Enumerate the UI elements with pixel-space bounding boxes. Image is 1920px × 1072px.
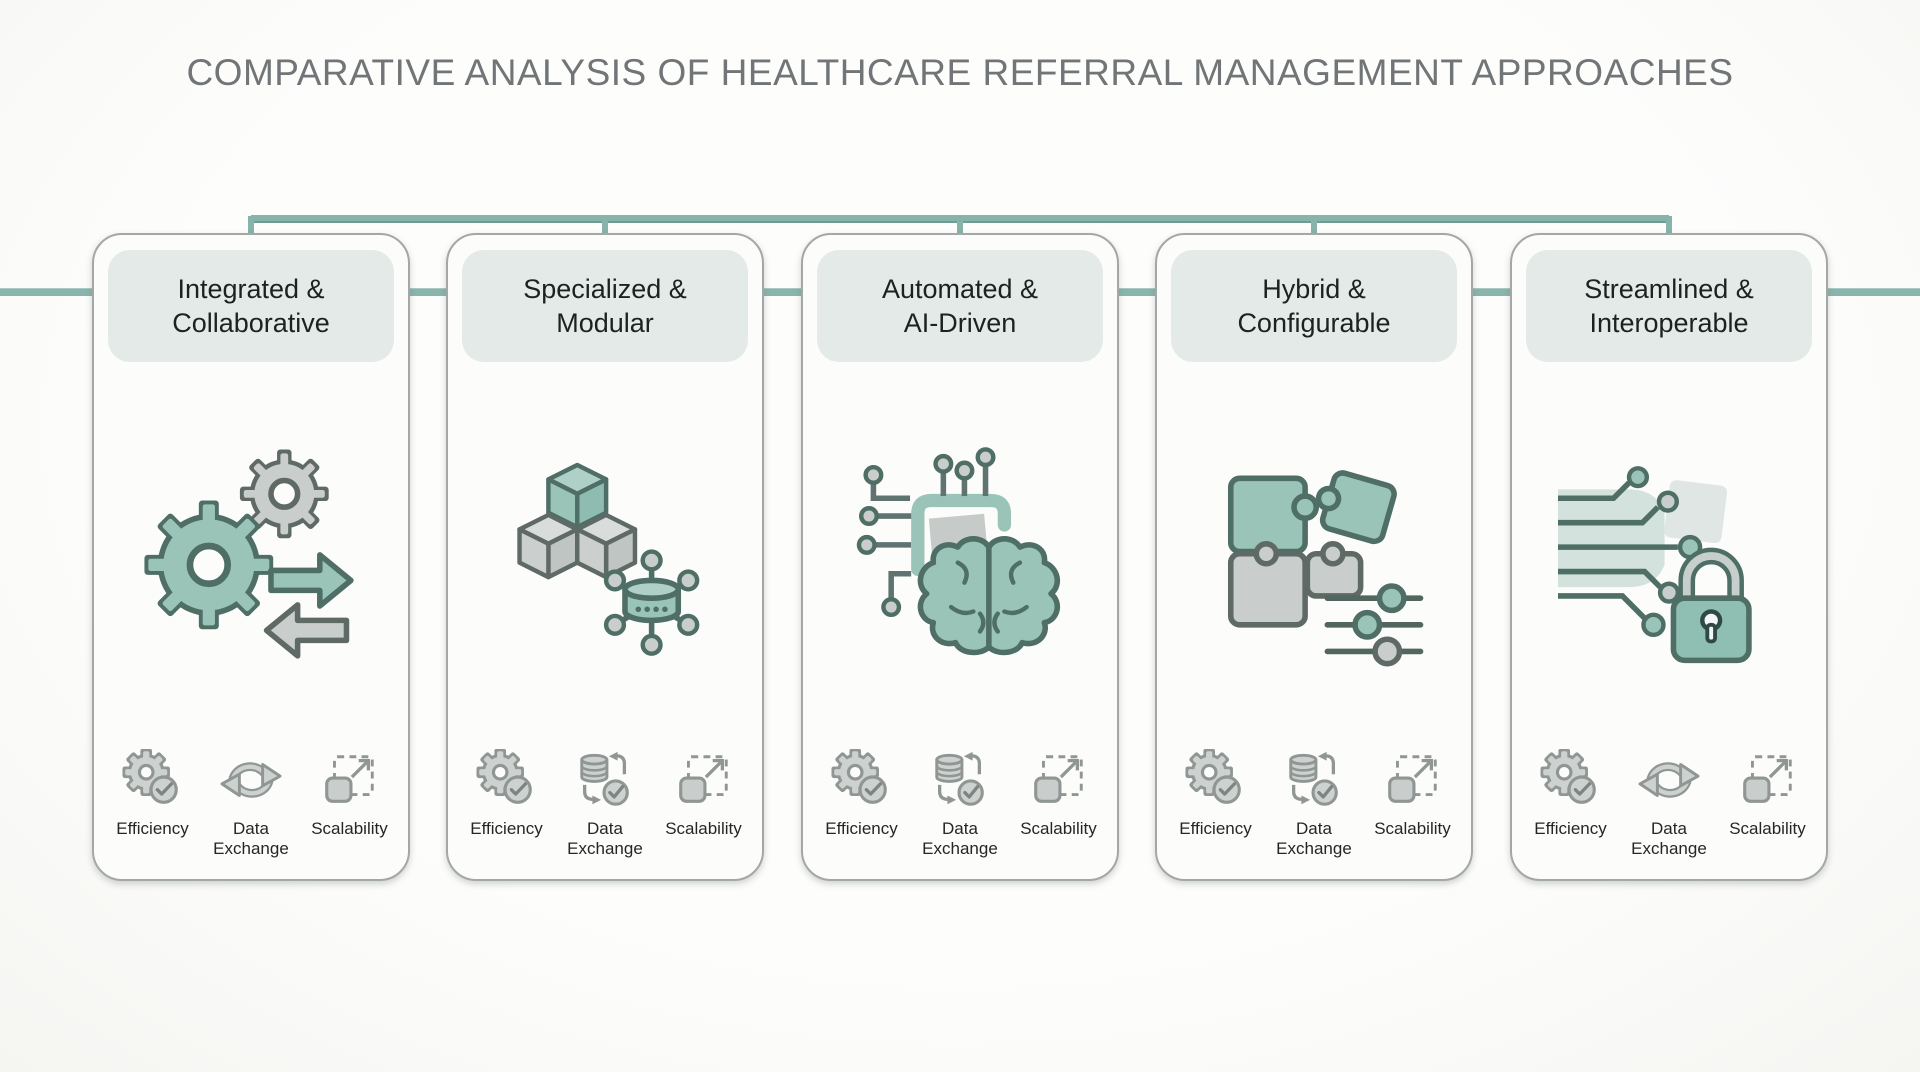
- metric-data-exchange: Data Exchange: [202, 749, 299, 859]
- card-title-line1: Streamlined &: [1584, 274, 1754, 304]
- metric-data-exchange: Data Exchange: [911, 749, 1008, 859]
- gears-exchange-icon: [140, 445, 362, 667]
- connector-stub: [602, 216, 608, 238]
- metric-label: Efficiency: [116, 819, 189, 838]
- cycle-arrows-icon: [1638, 749, 1700, 811]
- metric-label: Data Exchange: [213, 819, 289, 858]
- card-streamlined-interoperable: Streamlined & Interoperable Efficiency D…: [1510, 233, 1828, 881]
- efficiency-gear-check-icon: [831, 749, 893, 811]
- efficiency-gear-check-icon: [1540, 749, 1602, 811]
- efficiency-gear-check-icon: [1185, 749, 1247, 811]
- page-title: COMPARATIVE ANALYSIS OF HEALTHCARE REFER…: [186, 52, 1734, 93]
- metrics-row: Efficiency Data Exchange Scalability: [1157, 749, 1471, 879]
- database-sync-icon: [929, 749, 991, 811]
- main-icon-area: [1203, 362, 1425, 749]
- card-integrated-collaborative: Integrated & Collaborative Efficiency Da…: [92, 233, 410, 881]
- card-header: Specialized & Modular: [462, 250, 748, 362]
- metric-label: Scalability: [1729, 819, 1806, 838]
- card-title-line2: Interoperable: [1589, 308, 1749, 338]
- database-sync-icon: [1283, 749, 1345, 811]
- card-header: Integrated & Collaborative: [108, 250, 394, 362]
- expand-dashed-icon: [672, 749, 734, 811]
- card-title-line2: Modular: [556, 308, 654, 338]
- metric-efficiency: Efficiency: [458, 749, 555, 859]
- card-automated-ai-driven: Automated & AI-Driven Efficiency Data Ex…: [801, 233, 1119, 881]
- expand-dashed-icon: [318, 749, 380, 811]
- circuit-lock-icon: [1558, 445, 1780, 667]
- card-title-line1: Hybrid &: [1262, 274, 1366, 304]
- main-icon-area: [1558, 362, 1780, 749]
- card-title-line2: Configurable: [1237, 308, 1391, 338]
- metrics-row: Efficiency Data Exchange Scalability: [1512, 749, 1826, 879]
- database-sync-icon: [574, 749, 636, 811]
- card-title-line1: Integrated &: [177, 274, 325, 304]
- metric-scalability: Scalability: [655, 749, 752, 859]
- card-header: Automated & AI-Driven: [817, 250, 1103, 362]
- metric-data-exchange: Data Exchange: [1620, 749, 1717, 859]
- efficiency-gear-check-icon: [476, 749, 538, 811]
- metric-efficiency: Efficiency: [104, 749, 201, 859]
- metric-label: Efficiency: [470, 819, 543, 838]
- metric-label: Scalability: [1020, 819, 1097, 838]
- ai-chip-brain-icon: [849, 445, 1071, 667]
- metric-label: Efficiency: [1534, 819, 1607, 838]
- metric-data-exchange: Data Exchange: [1265, 749, 1362, 859]
- expand-dashed-icon: [1736, 749, 1798, 811]
- connector-stub: [1311, 216, 1317, 238]
- metric-label: Data Exchange: [567, 819, 643, 858]
- metrics-row: Efficiency Data Exchange Scalability: [94, 749, 408, 879]
- card-title-line2: AI-Driven: [903, 308, 1017, 338]
- card-hybrid-configurable: Hybrid & Configurable Efficiency Data Ex…: [1155, 233, 1473, 881]
- modular-cubes-network-icon: [494, 445, 716, 667]
- card-title-line1: Specialized &: [523, 274, 687, 304]
- puzzle-sliders-icon: [1203, 445, 1425, 667]
- card-header: Streamlined & Interoperable: [1526, 250, 1812, 362]
- metric-data-exchange: Data Exchange: [556, 749, 653, 859]
- main-icon-area: [849, 362, 1071, 749]
- metric-label: Data Exchange: [1276, 819, 1352, 858]
- metric-scalability: Scalability: [1719, 749, 1816, 859]
- metric-label: Scalability: [1374, 819, 1451, 838]
- connector-stub: [248, 216, 254, 238]
- main-icon-area: [140, 362, 362, 749]
- connector-stub: [957, 216, 963, 238]
- metric-efficiency: Efficiency: [1167, 749, 1264, 859]
- metric-label: Data Exchange: [1631, 819, 1707, 858]
- metrics-row: Efficiency Data Exchange Scalability: [803, 749, 1117, 879]
- metrics-row: Efficiency Data Exchange Scalability: [448, 749, 762, 879]
- card-header: Hybrid & Configurable: [1171, 250, 1457, 362]
- metric-label: Efficiency: [1179, 819, 1252, 838]
- metric-label: Data Exchange: [922, 819, 998, 858]
- metric-scalability: Scalability: [1364, 749, 1461, 859]
- card-specialized-modular: Specialized & Modular Efficiency Data Ex…: [446, 233, 764, 881]
- cycle-arrows-icon: [220, 749, 282, 811]
- expand-dashed-icon: [1027, 749, 1089, 811]
- metric-efficiency: Efficiency: [813, 749, 910, 859]
- metric-label: Scalability: [665, 819, 742, 838]
- main-icon-area: [494, 362, 716, 749]
- connector-stub: [1666, 216, 1672, 238]
- card-title-line1: Automated &: [881, 274, 1039, 304]
- metric-scalability: Scalability: [301, 749, 398, 859]
- expand-dashed-icon: [1381, 749, 1443, 811]
- card-title-line2: Collaborative: [172, 308, 330, 338]
- metric-efficiency: Efficiency: [1522, 749, 1619, 859]
- efficiency-gear-check-icon: [122, 749, 184, 811]
- metric-scalability: Scalability: [1010, 749, 1107, 859]
- metric-label: Scalability: [311, 819, 388, 838]
- metric-label: Efficiency: [825, 819, 898, 838]
